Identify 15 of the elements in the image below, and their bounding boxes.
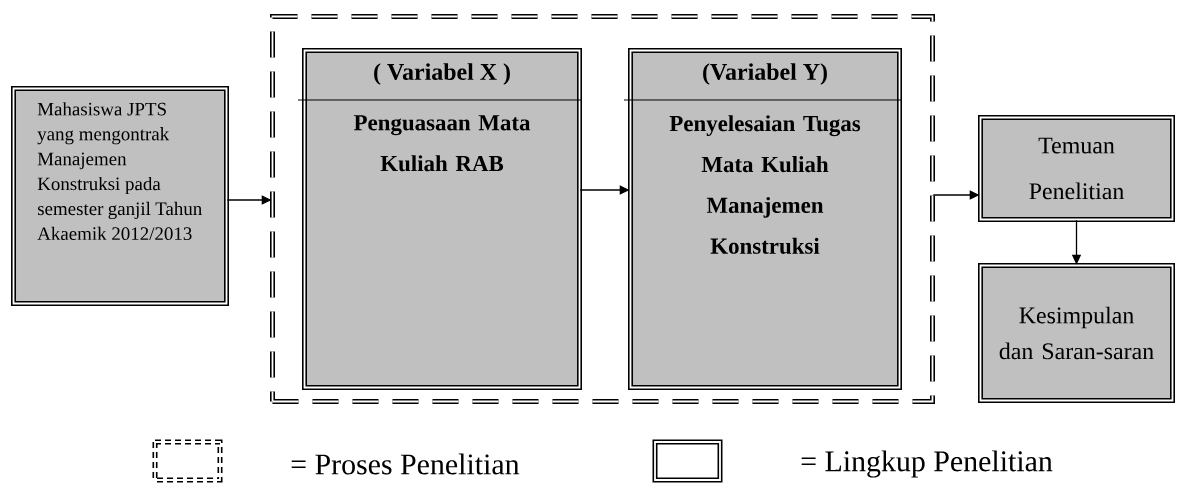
body-text: Penyelesaian Tugas Mata Kuliah Manajemen Konstruksi [669,115,861,254]
heading-text: ( Variabel X ) [374,63,510,85]
legend-text: = Proses Penelitian [291,453,520,475]
process-box [978,263,1175,403]
process-box [978,115,1175,222]
box-text: Kesimpulan dan Saran-saran [999,306,1154,360]
legend-text: = Lingkup Penelitian [801,450,1053,478]
heading-text: (Variabel Y) [703,63,827,85]
body-text: Penguasaan Mata Kuliah RAB [353,115,531,172]
box-text: Temuan Penelitian [1029,137,1124,200]
process-box [11,86,229,306]
process-box [623,48,903,390]
box-text: Mahasiswa JPTS yang mengontrak Manajemen Konstruksi pada semester ganjil Tahun Akaemik 2012/2013 [37,102,202,241]
dashed-frame [270,14,935,404]
process-box [297,48,583,390]
